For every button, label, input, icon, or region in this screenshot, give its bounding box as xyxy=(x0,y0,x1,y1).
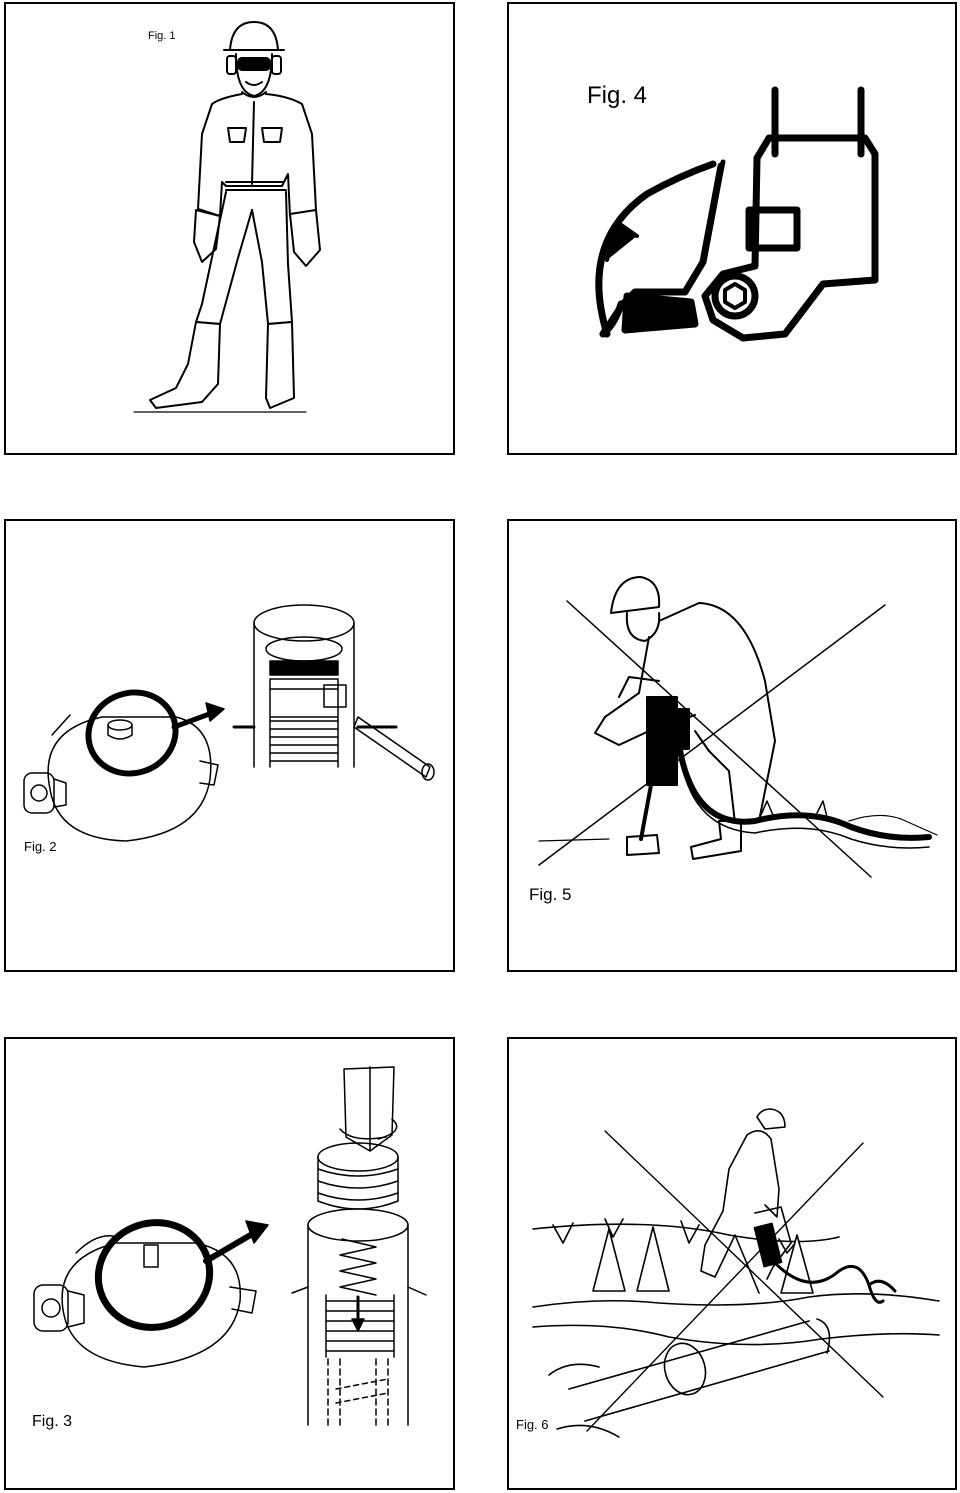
incorrect-operation-illustration xyxy=(538,576,938,878)
figure-2-caption: Fig. 2 xyxy=(24,839,57,854)
figure-4-caption: Fig. 4 xyxy=(587,82,648,109)
figure-2-panel: Fig. 2 xyxy=(4,519,455,972)
figure-6-caption: Fig. 6 xyxy=(516,1417,549,1432)
figure-5-panel: Fig. 5 xyxy=(507,519,957,972)
figure-1-panel: Fig. 1 xyxy=(4,2,455,455)
spring-assembly-illustration xyxy=(33,1066,427,1428)
figure-4-panel: Fig. 4 xyxy=(507,2,957,455)
valve-detail-illustration xyxy=(23,604,435,842)
worker-protective-gear-illustration xyxy=(133,21,321,413)
figure-6-panel: Fig. 6 xyxy=(507,1037,957,1490)
figure-5-caption: Fig. 5 xyxy=(529,885,572,904)
incorrect-worksite-illustration xyxy=(532,1108,940,1438)
figure-1-caption: Fig. 1 xyxy=(148,30,176,42)
figure-3-caption: Fig. 3 xyxy=(32,1413,73,1430)
figure-3-panel: Fig. 3 xyxy=(4,1037,455,1490)
attachment-rotation-illustration xyxy=(595,86,879,342)
